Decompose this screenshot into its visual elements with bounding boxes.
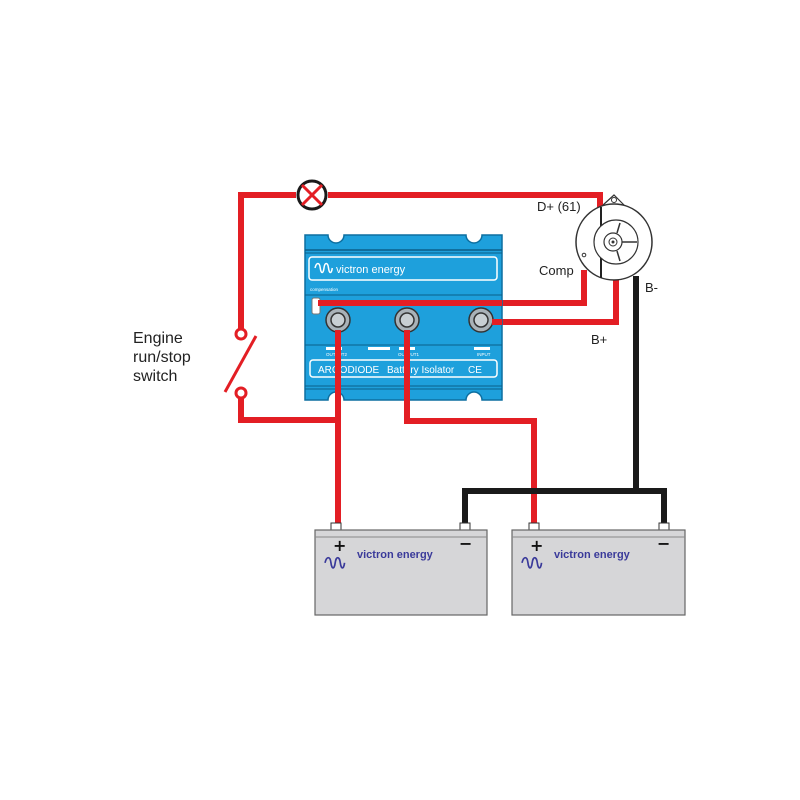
battery-1: + − victron energy bbox=[314, 522, 488, 616]
battery-2-minus-icon: − bbox=[657, 534, 670, 553]
label-b-plus: B+ bbox=[591, 332, 607, 347]
wire-switch-to-lamp bbox=[238, 192, 296, 330]
alternator-icon bbox=[575, 194, 653, 281]
terminal-input[interactable] bbox=[468, 307, 494, 333]
ce-mark: CE bbox=[468, 365, 482, 376]
switch-label-line3: switch bbox=[133, 368, 177, 385]
battery-2-brand: victron energy bbox=[554, 549, 631, 561]
terminal-output2[interactable] bbox=[325, 307, 351, 333]
isolator-wire-overlays bbox=[318, 300, 502, 402]
wire-input-to-bplus bbox=[488, 278, 619, 325]
lamp-icon bbox=[296, 179, 328, 211]
switch-label-line1: Engine bbox=[133, 330, 183, 347]
label-b-minus: B- bbox=[645, 280, 658, 295]
battery-1-minus-icon: − bbox=[459, 534, 472, 553]
compensation-label: compensation bbox=[310, 287, 339, 292]
terminal-output1[interactable] bbox=[394, 307, 420, 333]
product-name: ARGODIODE bbox=[318, 365, 379, 376]
wire-negative-bus bbox=[462, 488, 667, 528]
product-type: Battery Isolator bbox=[387, 365, 455, 376]
negative-wires bbox=[462, 276, 667, 528]
engine-switch-icon[interactable] bbox=[223, 327, 258, 400]
battery-1-plus-icon: + bbox=[333, 536, 346, 555]
isolator-brand: victron energy bbox=[336, 264, 406, 276]
battery-2-plus-icon: + bbox=[530, 536, 543, 555]
label-comp: Comp bbox=[539, 263, 574, 278]
switch-label-line2: run/stop bbox=[133, 349, 191, 366]
terminal-label-input: INPUT bbox=[477, 352, 491, 357]
label-d-plus: D+ (61) bbox=[537, 199, 581, 214]
battery-2: + − victron energy bbox=[511, 522, 686, 616]
wire-switch-to-output2 bbox=[238, 395, 338, 423]
battery-1-brand: victron energy bbox=[357, 549, 434, 561]
switch-label: Engine run/stop switch bbox=[133, 330, 191, 385]
battery-isolator: victron energy compensation OUTPUT2 OUTP… bbox=[304, 234, 503, 401]
